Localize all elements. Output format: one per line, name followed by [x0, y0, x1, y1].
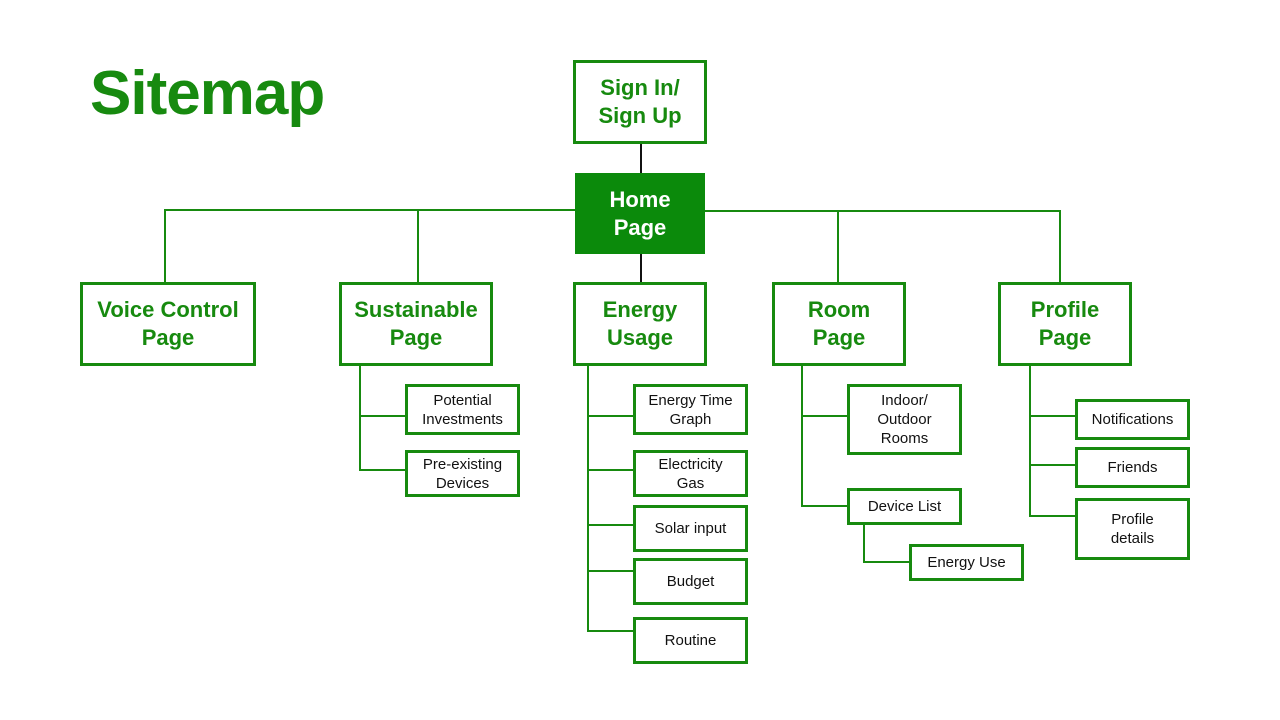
node-routine: Routine [633, 617, 748, 664]
node-solar-input: Solar input [633, 505, 748, 552]
node-energy-time-graph: Energy Time Graph [633, 384, 748, 435]
node-potential-investments: Potential Investments [405, 384, 520, 435]
node-energy-usage: Energy Usage [573, 282, 707, 366]
connector-sustainable-children [359, 366, 405, 471]
node-profile-details: Profile details [1075, 498, 1190, 560]
node-electricity-gas: Electricity Gas [633, 450, 748, 497]
node-notifications: Notifications [1075, 399, 1190, 440]
connector-devicelist-energyuse [863, 524, 909, 563]
page-title: Sitemap [90, 59, 325, 128]
node-budget: Budget [633, 558, 748, 605]
node-indoor-outdoor-rooms: Indoor/ Outdoor Rooms [847, 384, 962, 455]
connector-home-left [164, 209, 575, 282]
node-sustainable-page: Sustainable Page [339, 282, 493, 366]
node-device-list: Device List [847, 488, 962, 525]
connector-energy-children [587, 366, 633, 632]
node-home-page: Home Page [575, 173, 705, 254]
node-energy-use: Energy Use [909, 544, 1024, 581]
connector-room-children [801, 366, 847, 507]
node-voice-control-page: Voice Control Page [80, 282, 256, 366]
node-sign-in: Sign In/ Sign Up [573, 60, 707, 144]
node-profile-page: Profile Page [998, 282, 1132, 366]
connector-profile-children [1029, 366, 1075, 517]
node-room-page: Room Page [772, 282, 906, 366]
node-pre-existing-devices: Pre-existing Devices [405, 450, 520, 497]
connector-home-right [705, 210, 1061, 282]
node-friends: Friends [1075, 447, 1190, 488]
